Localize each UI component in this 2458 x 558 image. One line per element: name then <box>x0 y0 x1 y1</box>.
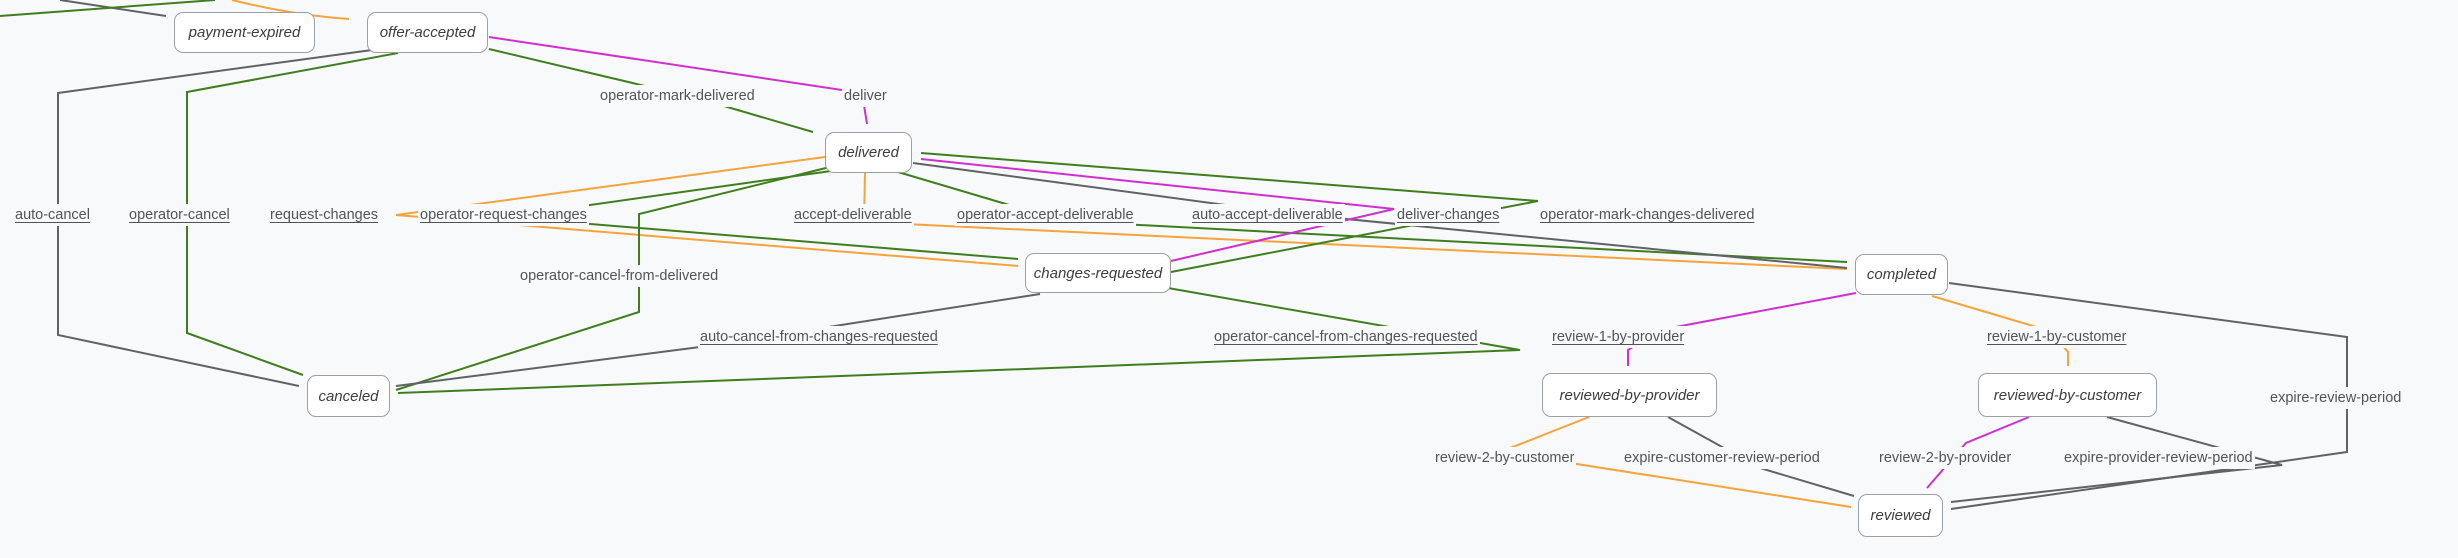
transition-auto-accept-deliverable[interactable]: auto-accept-deliverable <box>1190 204 1345 226</box>
transition-operator-mark-changes-delivered[interactable]: operator-mark-changes-delivered <box>1538 204 1757 226</box>
state-payment-expired[interactable]: payment-expired <box>174 12 315 53</box>
edge-review-2-by-provider <box>1926 416 2030 489</box>
edge-deliver <box>488 36 868 125</box>
transition-expire-provider-review-period: expire-provider-review-period <box>2062 447 2255 469</box>
edge-request-changes <box>395 156 1019 267</box>
transition-operator-accept-deliverable[interactable]: operator-accept-deliverable <box>955 204 1136 226</box>
edge-operator-mark-changes-delivered <box>920 152 1539 273</box>
transition-operator-cancel-from-delivered: operator-cancel-from-delivered <box>518 265 721 287</box>
state-changes-requested[interactable]: changes-requested <box>1025 253 1171 293</box>
transition-expire-customer-review-period: expire-customer-review-period <box>1622 447 1822 469</box>
transition-operator-cancel[interactable]: operator-cancel <box>127 204 232 226</box>
edge-operator-cancel-from-delivered <box>395 165 835 391</box>
state-completed[interactable]: completed <box>1855 254 1948 295</box>
transition-auto-cancel[interactable]: auto-cancel <box>13 204 92 226</box>
transition-accept-deliverable[interactable]: accept-deliverable <box>792 204 914 226</box>
transition-expire-review-period: expire-review-period <box>2268 387 2404 409</box>
transition-deliver-changes[interactable]: deliver-changes <box>1395 204 1502 226</box>
state-canceled[interactable]: canceled <box>307 375 390 417</box>
transition-auto-cancel-from-changes-requested[interactable]: auto-cancel-from-changes-requested <box>698 326 940 348</box>
state-delivered[interactable]: delivered <box>825 132 912 173</box>
transition-review-2-by-provider: review-2-by-provider <box>1877 447 2014 469</box>
transition-operator-cancel-from-changes-requested[interactable]: operator-cancel-from-changes-requested <box>1212 326 1480 348</box>
state-offer-accepted[interactable]: offer-accepted <box>367 12 488 53</box>
state-reviewed-by-customer[interactable]: reviewed-by-customer <box>1978 373 2157 417</box>
transition-operator-request-changes[interactable]: operator-request-changes <box>418 204 589 226</box>
transition-operator-mark-delivered: operator-mark-delivered <box>598 85 757 107</box>
edge-expire-provider-review-period <box>1950 416 2283 503</box>
edge-operator-cancel-from-changes-requested <box>397 287 1521 394</box>
state-reviewed[interactable]: reviewed <box>1858 494 1943 537</box>
transition-review-1-by-customer[interactable]: review-1-by-customer <box>1985 326 2129 348</box>
transition-deliver: deliver <box>842 85 889 107</box>
transition-review-2-by-customer: review-2-by-customer <box>1433 447 1577 469</box>
state-reviewed-by-provider[interactable]: reviewed-by-provider <box>1542 373 1717 417</box>
transition-request-changes[interactable]: request-changes <box>268 204 381 226</box>
transition-review-1-by-provider[interactable]: review-1-by-provider <box>1550 326 1687 348</box>
edge-deliver-changes <box>920 158 1395 262</box>
edge-offscreen-top-left <box>0 0 216 17</box>
